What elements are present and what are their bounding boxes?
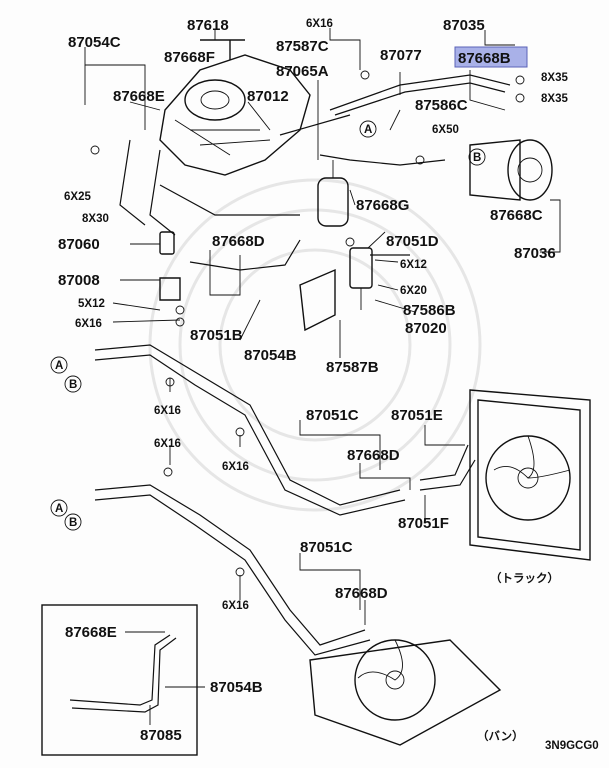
- label-6x16-d: 6X16: [222, 600, 249, 612]
- label-87051F: 87051F: [398, 515, 449, 532]
- label-6x25: 6X25: [64, 191, 91, 203]
- part-labels: 87054C 87618 6X16 87035 87668F 87587C 87…: [58, 17, 599, 752]
- leader-lines: [84, 28, 561, 725]
- label-87668C: 87668C: [490, 207, 543, 224]
- truck-condenser: [469, 389, 591, 561]
- label-87668F: 87668F: [164, 49, 215, 66]
- label-87586C: 87586C: [415, 97, 468, 114]
- truck-pipes: [94, 344, 476, 516]
- label-8x30: 8X30: [82, 213, 109, 225]
- bolts: [90, 70, 525, 577]
- label-87008: 87008: [58, 272, 100, 289]
- label-87051B: 87051B: [190, 327, 243, 344]
- inset-box: [41, 604, 198, 756]
- label-8x35-a: 8X35: [541, 72, 568, 84]
- label-6x16-mid: 6X16: [75, 318, 102, 330]
- label-5x12: 5X12: [78, 298, 105, 310]
- label-87668D-top: 87668D: [212, 233, 265, 250]
- label-87586B: 87586B: [403, 302, 456, 319]
- label-87668D-bot: 87668D: [335, 585, 388, 602]
- callout-b-bot: B: [69, 517, 77, 529]
- van-condenser: [309, 639, 502, 746]
- van-pipes: [94, 484, 371, 656]
- label-87054B-top: 87054B: [244, 347, 297, 364]
- label-87065A: 87065A: [276, 63, 329, 80]
- callout-b-top: B: [473, 152, 481, 164]
- bracket-87060: [159, 231, 175, 255]
- label-87668E-top: 87668E: [113, 88, 165, 105]
- callouts: A B A B A B: [50, 120, 486, 531]
- label-van: （バン）: [477, 729, 524, 743]
- callout-b-mid: B: [69, 379, 77, 391]
- label-6x16-b: 6X16: [154, 438, 181, 450]
- expansion-valve-87586B: [349, 247, 373, 310]
- label-87668E-bot: 87668E: [65, 624, 117, 641]
- callout-a-top: A: [364, 124, 372, 136]
- label-87051D: 87051D: [386, 233, 439, 250]
- highlight-87668B: [454, 46, 528, 68]
- label-87054B-bot: 87054B: [210, 679, 263, 696]
- bracket-87008: [159, 277, 181, 301]
- label-6x16-a: 6X16: [154, 405, 181, 417]
- label-87020: 87020: [405, 320, 447, 337]
- engine-assembly: [159, 39, 311, 176]
- callout-a-mid: A: [55, 360, 63, 372]
- receiver-drier-87065A: [317, 160, 349, 227]
- label-6x16-c: 6X16: [222, 461, 249, 473]
- label-87587B: 87587B: [326, 359, 379, 376]
- label-87077: 87077: [380, 47, 422, 64]
- label-87012: 87012: [247, 88, 289, 105]
- label-87051C-top: 87051C: [306, 407, 359, 424]
- label-87668D-mid: 87668D: [347, 447, 400, 464]
- label-87587C: 87587C: [276, 38, 329, 55]
- label-87051E: 87051E: [391, 407, 443, 424]
- label-87618: 87618: [187, 17, 229, 34]
- label-87054C: 87054C: [68, 34, 121, 51]
- label-8x35-b: 8X35: [541, 93, 568, 105]
- bracket-87054B: [299, 268, 336, 332]
- label-87085: 87085: [140, 727, 182, 744]
- label-6x16-top: 6X16: [306, 18, 333, 30]
- label-6x50: 6X50: [432, 124, 459, 136]
- label-87036: 87036: [514, 245, 556, 262]
- label-87035: 87035: [443, 17, 485, 34]
- label-87060: 87060: [58, 236, 100, 253]
- watermark-seal: [148, 178, 482, 512]
- callout-a-bot: A: [55, 503, 63, 515]
- diagram-code: 3N9GCG0: [545, 740, 599, 752]
- label-87668B: 87668B: [458, 50, 511, 67]
- compressor-87036: [469, 139, 553, 201]
- label-truck: （トラック）: [490, 571, 559, 585]
- label-87051C-bot: 87051C: [300, 539, 353, 556]
- label-6x12: 6X12: [400, 259, 427, 271]
- top-pipes: [119, 74, 511, 271]
- label-87668G: 87668G: [356, 197, 409, 214]
- label-6x20: 6X20: [400, 285, 427, 297]
